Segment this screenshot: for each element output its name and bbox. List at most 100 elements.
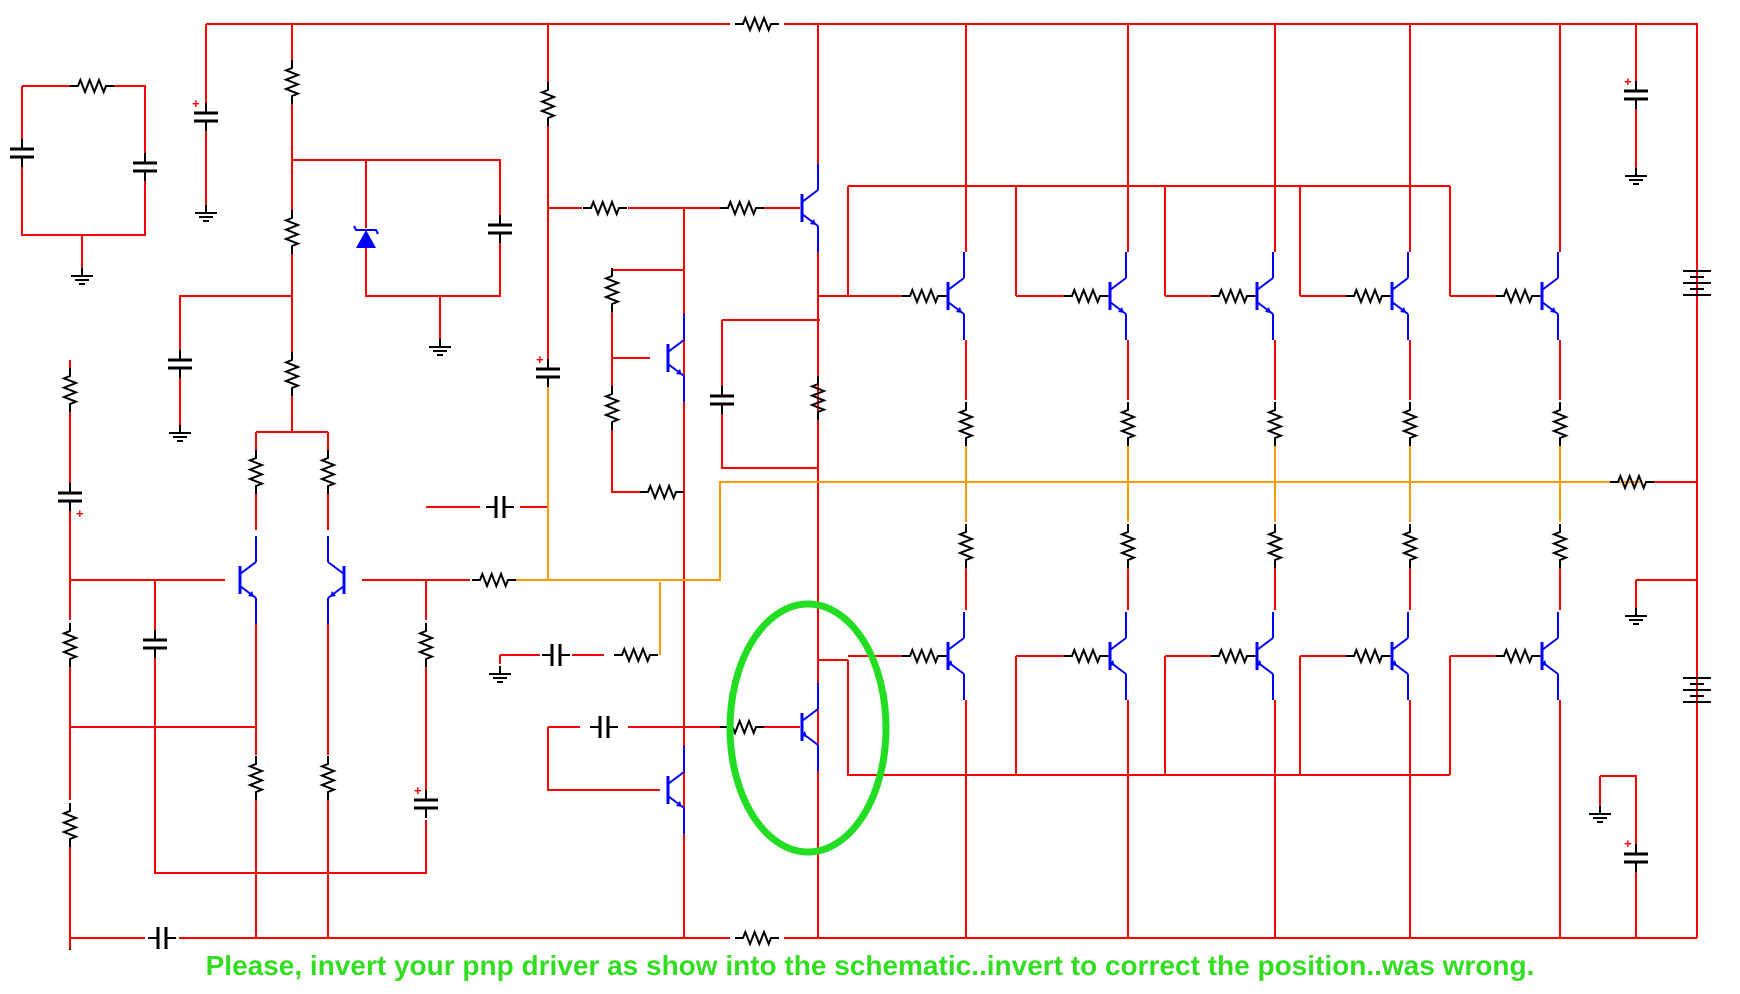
resistor-icon xyxy=(603,268,621,312)
resistor-icon xyxy=(809,376,827,420)
npn-transistor-icon xyxy=(1540,252,1559,340)
pnp-transistor-icon xyxy=(1390,612,1409,700)
npn-transistor-icon xyxy=(946,252,965,340)
wire xyxy=(114,85,146,158)
resistor-icon xyxy=(472,571,516,589)
wires xyxy=(21,23,1698,950)
resistor-icon xyxy=(1064,647,1108,665)
wire xyxy=(784,23,1698,938)
amplifier-schematic: ++++++ xyxy=(10,15,1711,950)
ground-icon xyxy=(195,205,217,222)
ground-icon xyxy=(1625,608,1647,625)
capacitor-icon xyxy=(710,386,734,414)
npn-transistor-icon xyxy=(800,164,819,252)
npn-transistor-icon xyxy=(1255,252,1274,340)
wire xyxy=(516,481,1640,581)
zener-diode-icon xyxy=(353,225,379,248)
resistor-icon xyxy=(902,647,946,665)
resistor-icon xyxy=(720,199,764,217)
wire xyxy=(721,410,818,469)
resistor-icon xyxy=(247,450,265,494)
resistor-icon xyxy=(283,210,301,254)
resistor-icon xyxy=(1064,287,1108,305)
resistor-icon xyxy=(1551,524,1569,568)
resistor-icon xyxy=(1346,287,1390,305)
npn-transistor-icon xyxy=(666,314,685,402)
resistor-icon xyxy=(735,15,779,33)
capacitor-icon xyxy=(143,630,167,658)
ground-icon xyxy=(489,666,511,683)
wire xyxy=(847,660,1450,776)
ground-icon xyxy=(71,268,93,285)
wire xyxy=(292,159,501,220)
polarity-mark: + xyxy=(536,352,544,367)
ground-icon xyxy=(1589,806,1611,823)
resistor-icon xyxy=(1496,647,1540,665)
components xyxy=(10,15,1711,950)
wire xyxy=(611,430,640,493)
capacitor-icon xyxy=(133,153,157,181)
capacitor-icon xyxy=(58,483,82,511)
feedback-network xyxy=(516,382,1640,655)
resistor-icon xyxy=(640,483,684,501)
wire xyxy=(21,162,146,236)
wire xyxy=(365,238,501,297)
resistor-icon xyxy=(902,287,946,305)
wire xyxy=(154,653,427,874)
resistor-icon xyxy=(957,402,975,446)
resistor-icon xyxy=(61,368,79,412)
resistor-icon xyxy=(319,756,337,800)
resistor-icon xyxy=(1266,524,1284,568)
npn-transistor-icon xyxy=(1108,252,1127,340)
resistor-icon xyxy=(417,623,435,667)
resistor-icon xyxy=(1551,402,1569,446)
resistor-icon xyxy=(283,60,301,104)
capacitor-icon xyxy=(1624,844,1648,872)
polarity-mark: + xyxy=(192,96,200,111)
resistor-icon xyxy=(61,803,79,847)
capacitor-icon xyxy=(168,350,192,378)
resistor-icon xyxy=(70,77,114,95)
capacitor-icon xyxy=(590,716,618,738)
resistor-icon xyxy=(1346,647,1390,665)
capacitor-icon xyxy=(488,215,512,243)
npn-transistor-icon xyxy=(327,536,346,624)
wire xyxy=(179,295,292,355)
capacitor-icon xyxy=(536,359,560,387)
resistor-icon xyxy=(539,82,557,126)
resistor-icon xyxy=(1119,402,1137,446)
capacitor-icon xyxy=(542,644,570,666)
correction-caption: Please, invert your pnp driver as show i… xyxy=(205,950,1535,981)
capacitor-icon xyxy=(486,496,514,518)
battery-icon xyxy=(1683,677,1711,703)
capacitor-icon xyxy=(10,139,34,167)
ground-icon xyxy=(429,339,451,356)
resistor-icon xyxy=(1119,524,1137,568)
ground-icon xyxy=(1625,168,1647,185)
polarity-mark: + xyxy=(1624,74,1632,89)
resistor-icon xyxy=(247,756,265,800)
resistor-icon xyxy=(319,450,337,494)
resistor-icon xyxy=(61,623,79,667)
npn-transistor-icon xyxy=(1390,252,1409,340)
resistor-icon xyxy=(1211,287,1255,305)
capacitor-icon xyxy=(414,790,438,818)
pnp-transistor-icon xyxy=(1108,612,1127,700)
pnp-transistor-icon xyxy=(800,683,819,771)
resistor-icon xyxy=(1401,524,1419,568)
resistor-icon xyxy=(1266,402,1284,446)
resistor-icon xyxy=(1610,473,1654,491)
resistor-icon xyxy=(1211,647,1255,665)
pnp-driver-highlight-circle xyxy=(726,600,890,856)
wire xyxy=(547,727,660,791)
resistor-icon xyxy=(603,386,621,430)
capacitor-icon xyxy=(1624,81,1648,109)
battery-icon xyxy=(1683,270,1711,296)
resistor-icon xyxy=(614,646,658,664)
resistor-icon xyxy=(1496,287,1540,305)
polarity-marks: ++++++ xyxy=(76,74,1632,851)
polarity-mark: + xyxy=(1624,836,1632,851)
resistor-icon xyxy=(957,524,975,568)
resistor-icon xyxy=(1401,402,1419,446)
polarity-mark: + xyxy=(76,506,84,521)
